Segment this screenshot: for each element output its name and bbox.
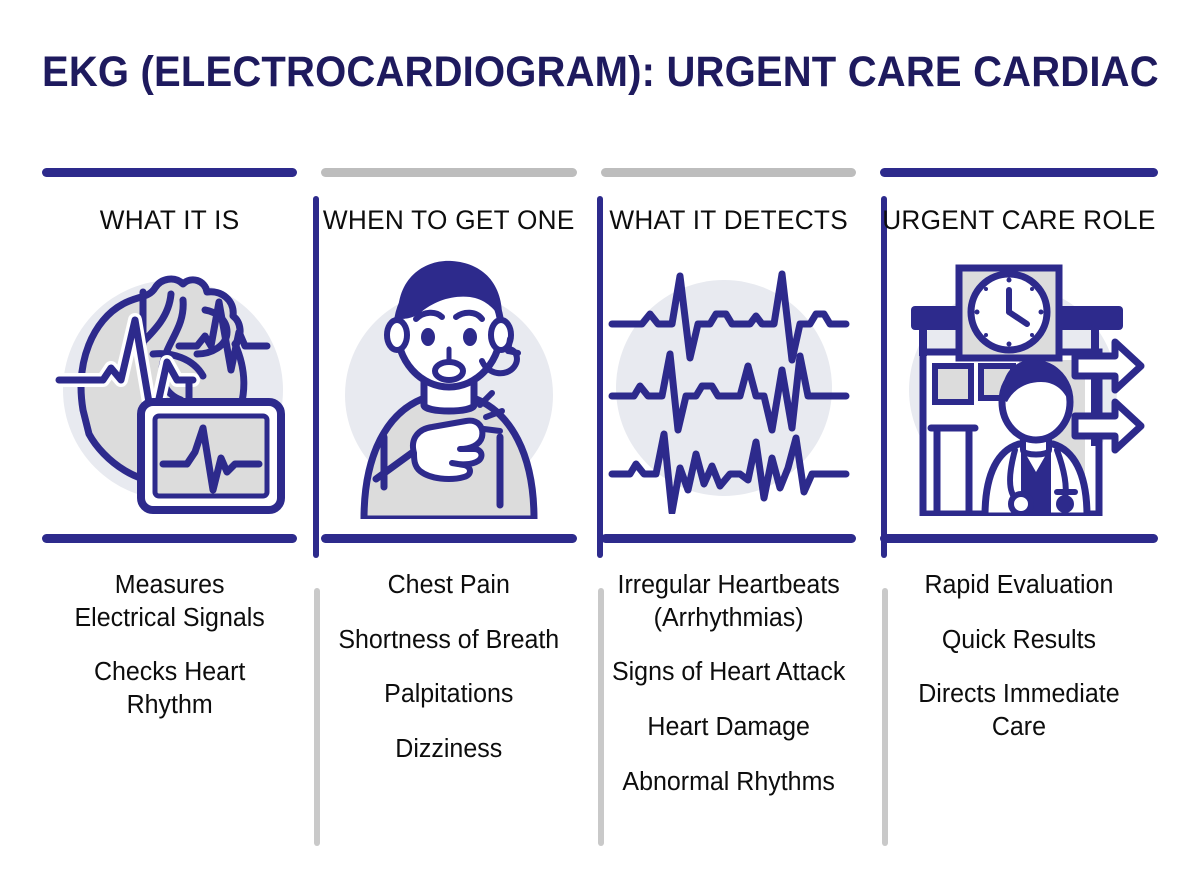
column-what-it-detects: WHAT IT DETECTS Irregular Heartbeats(Arr… [599, 168, 858, 858]
column-urgent-care-role: URGENT CARE ROLE [878, 168, 1160, 858]
column-divider-2-lower [598, 588, 604, 846]
points-list-2: Chest Pain Shortness of Breath Palpitati… [319, 569, 579, 766]
urgent-care-clinic-doctor-icon [878, 254, 1160, 522]
top-accent-rule-4 [880, 168, 1158, 177]
list-item: Rapid Evaluation [924, 571, 1114, 599]
list-item: Shortness of Breath [338, 625, 560, 654]
page-title: EKG (ELECTROCARDIOGRAM): URGENT CARE CAR… [42, 48, 1159, 96]
column-header-2: WHEN TO GET ONE [323, 205, 575, 235]
column-divider-3-lower [882, 588, 888, 846]
bottom-accent-rule-2 [321, 534, 577, 543]
column-header-3: WHAT IT DETECTS [609, 205, 848, 235]
column-grid: WHAT IT IS [40, 168, 1160, 858]
bottom-accent-rule-1 [42, 534, 298, 543]
points-list-3: Irregular Heartbeats(Arrhythmias) Signs … [599, 569, 858, 798]
column-divider-1-upper [313, 196, 319, 558]
column-when-to-get-one: WHEN TO GET ONE [319, 168, 579, 858]
bottom-accent-rule-4 [880, 534, 1158, 543]
bottom-accent-rule-3 [600, 534, 857, 543]
list-item: Irregular Heartbeats(Arrhythmias) [617, 571, 840, 632]
top-accent-rule-1 [42, 168, 298, 177]
column-divider-2-upper [597, 196, 603, 558]
list-item: Abnormal Rhythms [622, 767, 835, 796]
ekg-waveforms-icon [599, 254, 858, 522]
list-item: Signs of Heart Attack [611, 658, 846, 687]
list-item: Heart Damage [647, 712, 810, 741]
top-accent-rule-2 [321, 168, 577, 177]
column-divider-1-lower [314, 588, 320, 846]
list-item: Dizziness [395, 734, 503, 763]
top-accent-rule-3 [600, 168, 857, 177]
column-header-1: WHAT IT IS [99, 205, 240, 235]
heart-ekg-monitor-icon [40, 254, 299, 522]
list-item: Quick Results [941, 625, 1097, 654]
column-what-it-is: WHAT IT IS [40, 168, 299, 858]
points-list-4: Rapid Evaluation Quick Results Directs I… [878, 569, 1160, 744]
chest-pain-patient-icon [319, 254, 579, 522]
list-item: Palpitations [384, 680, 514, 709]
column-header-4: URGENT CARE ROLE [882, 205, 1156, 235]
list-item: Chest Pain [387, 571, 511, 599]
column-divider-3-upper [881, 196, 887, 558]
